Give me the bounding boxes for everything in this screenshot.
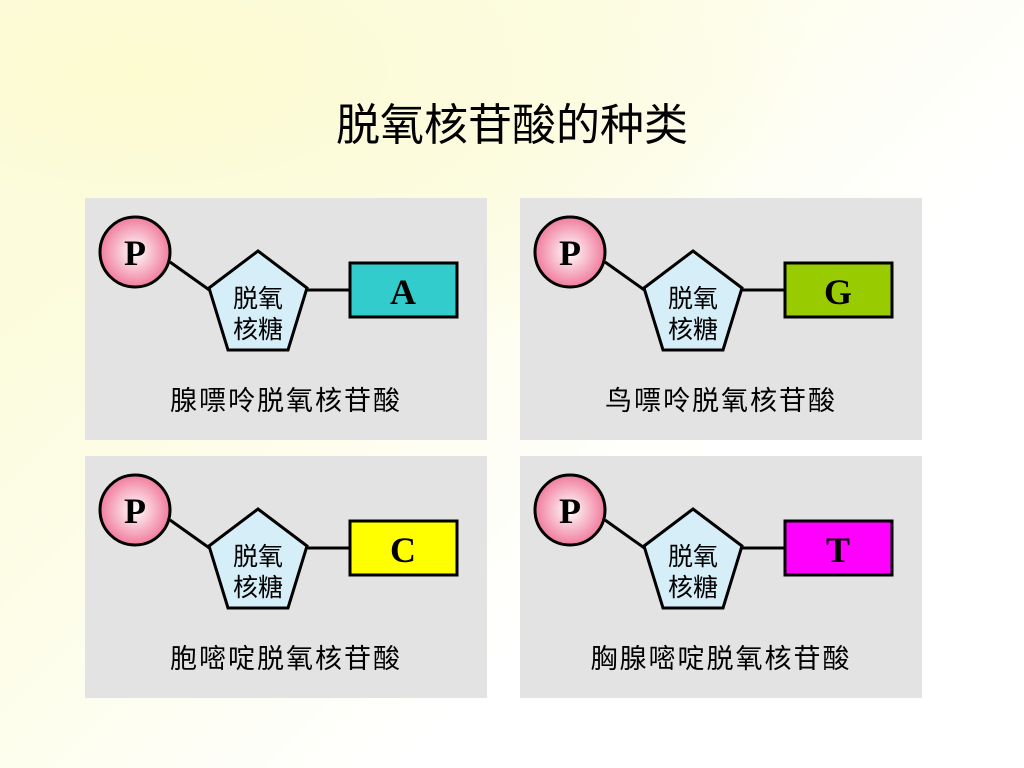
phosphate-bond-line — [169, 518, 216, 554]
base-box — [783, 519, 894, 577]
base-box — [783, 261, 894, 319]
phosphate-label: P — [559, 491, 581, 531]
base-box — [348, 261, 459, 319]
nucleotide-diagram: P 脱氧 核糖 A — [98, 215, 459, 352]
nucleotide-panel-thymine: P 脱氧 核糖 T 胸腺嘧啶脱氧核苷酸 — [520, 456, 922, 698]
deoxyribose-pentagon — [207, 507, 309, 610]
phosphate-label: P — [124, 491, 146, 531]
sugar-label-line1: 脱氧 — [233, 542, 283, 571]
nucleotide-caption: 胞嘧啶脱氧核苷酸 — [170, 644, 402, 675]
nucleotide-panel-adenine: P 脱氧 核糖 A 腺嘌呤脱氧核苷酸 — [85, 198, 487, 440]
phosphate-circle — [98, 215, 172, 289]
phosphate-circle — [533, 215, 607, 289]
phosphate-bond-line — [169, 260, 216, 296]
nucleotide-caption: 腺嘌呤脱氧核苷酸 — [170, 386, 402, 417]
slide-title: 脱氧核苷酸的种类 — [336, 100, 688, 151]
base-label: A — [390, 272, 416, 312]
sugar-label-line1: 脱氧 — [668, 542, 718, 571]
deoxyribose-pentagon — [642, 249, 744, 352]
nucleotide-caption: 鸟嘌呤脱氧核苷酸 — [605, 386, 837, 417]
sugar-label-line2: 核糖 — [233, 573, 283, 602]
phosphate-circle — [533, 473, 607, 547]
phosphate-label: P — [124, 233, 146, 273]
sugar-label-line2: 核糖 — [668, 315, 718, 344]
nucleotide-diagram: P 脱氧 核糖 T — [533, 473, 894, 610]
phosphate-label: P — [559, 233, 581, 273]
nucleotide-panel-guanine: P 脱氧 核糖 G 鸟嘌呤脱氧核苷酸 — [520, 198, 922, 440]
phosphate-bond-line — [604, 518, 651, 554]
phosphate-circle — [98, 473, 172, 547]
nucleotide-panel-cytosine: P 脱氧 核糖 C 胞嘧啶脱氧核苷酸 — [85, 456, 487, 698]
nucleotide-diagram: P 脱氧 核糖 C — [98, 473, 459, 610]
sugar-label-line1: 脱氧 — [668, 284, 718, 313]
deoxyribose-pentagon — [207, 249, 309, 352]
phosphate-bond-line — [604, 260, 651, 296]
sugar-label-line2: 核糖 — [233, 315, 283, 344]
sugar-label-line1: 脱氧 — [233, 284, 283, 313]
sugar-label-line2: 核糖 — [668, 573, 718, 602]
nucleotide-diagram: P 脱氧 核糖 G — [533, 215, 894, 352]
deoxyribose-pentagon — [642, 507, 744, 610]
base-label: G — [824, 272, 852, 312]
base-label: C — [390, 530, 416, 570]
base-label: T — [826, 530, 850, 570]
nucleotide-caption: 胸腺嘧啶脱氧核苷酸 — [590, 644, 852, 675]
base-box — [348, 519, 459, 577]
